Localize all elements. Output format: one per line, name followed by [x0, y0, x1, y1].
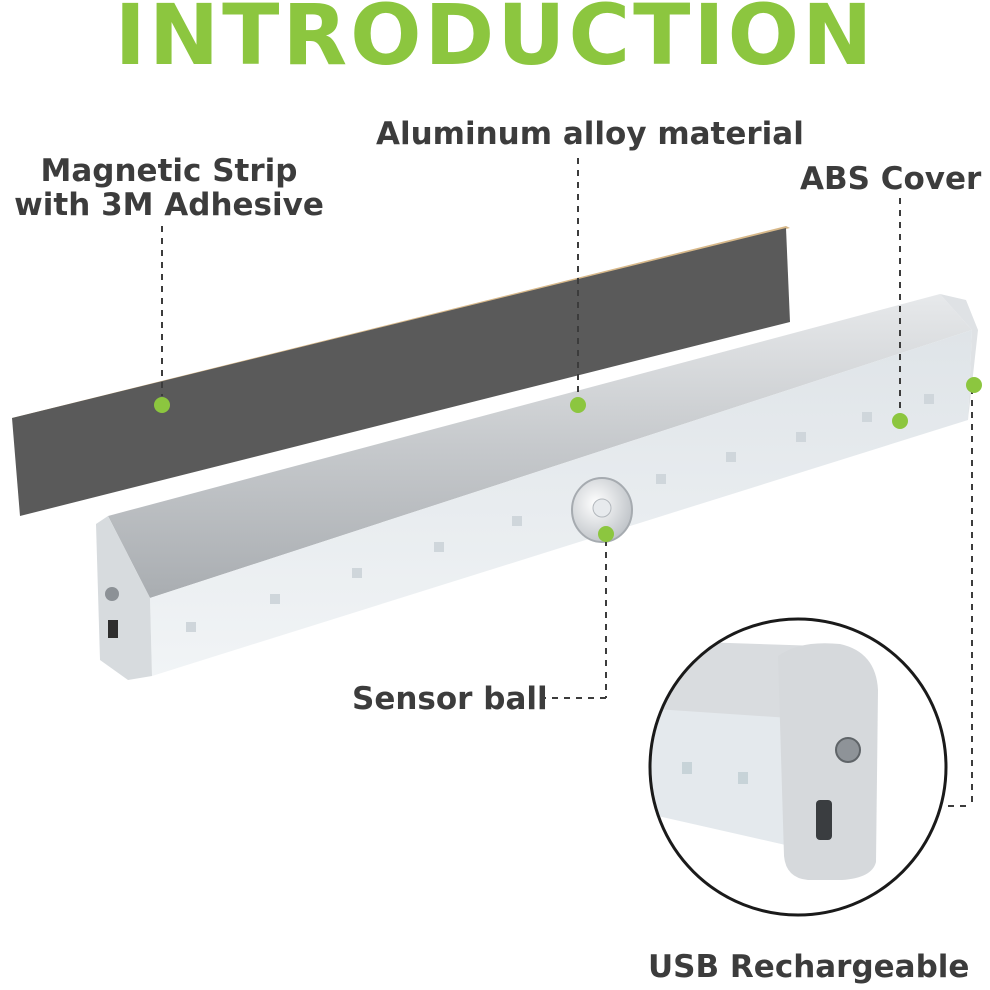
led-chip-icon	[726, 452, 736, 462]
led-chip-icon	[862, 412, 872, 422]
led-chip-icon	[924, 394, 934, 404]
led-row	[186, 394, 934, 632]
leader-lines	[161, 158, 973, 807]
usb-inset	[648, 617, 948, 917]
callout-dots	[154, 377, 982, 542]
reset-button-icon	[835, 737, 861, 763]
led-chip-icon	[186, 622, 196, 632]
micro-usb-port-icon	[816, 800, 832, 840]
light-bar-top	[108, 294, 972, 598]
label-abs-cover: ABS Cover	[800, 161, 982, 197]
callout-dot-icon	[598, 526, 614, 542]
label-usb-rechargeable: USB Rechargeable	[648, 949, 970, 985]
label-sensor-ball: Sensor ball	[352, 681, 548, 717]
callout-dot-icon	[892, 413, 908, 429]
button-icon	[105, 587, 119, 601]
led-chip-icon	[656, 474, 666, 484]
magnetic-strip-edge	[12, 226, 790, 418]
led-chip-icon	[512, 516, 522, 526]
label-aluminum: Aluminum alloy material	[376, 116, 804, 152]
callout-dot-icon	[570, 397, 586, 413]
led-chip-icon	[434, 542, 444, 552]
label-magnetic-strip: Magnetic Strip with 3M Adhesive	[14, 153, 324, 223]
led-chip-icon	[352, 568, 362, 578]
light-bar-left-cap	[96, 516, 152, 680]
led-chip-icon	[796, 432, 806, 442]
sensor-ball-center	[592, 498, 612, 518]
switch-icon	[108, 620, 118, 638]
callout-dot-icon	[966, 377, 982, 393]
light-bar-diffuser	[150, 330, 972, 676]
page-title: INTRODUCTION	[114, 0, 876, 84]
light-bar-right-cap	[940, 294, 978, 420]
magnetic-strip	[12, 228, 790, 516]
led-chip-icon	[270, 594, 280, 604]
callout-dot-icon	[154, 397, 170, 413]
